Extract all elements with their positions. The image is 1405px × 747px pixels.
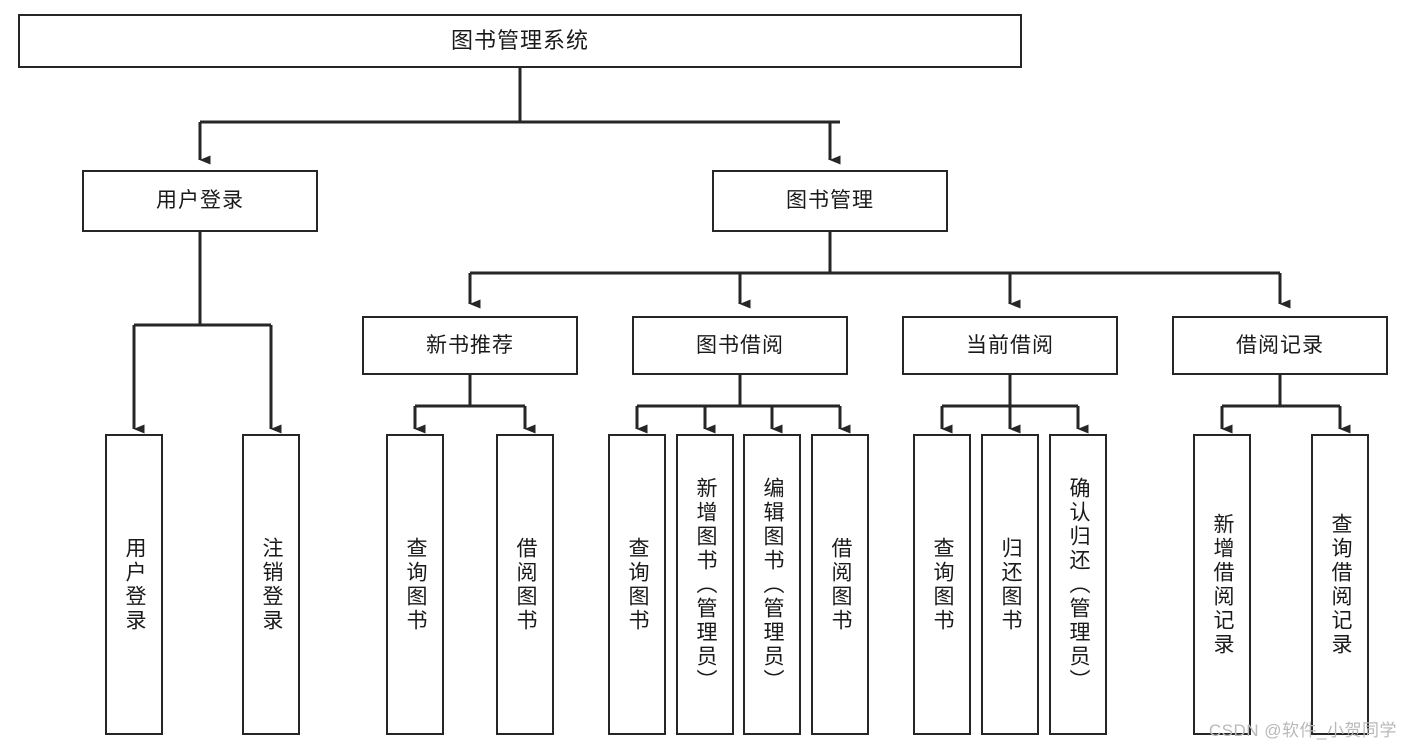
leaf-cb-return-book[interactable]: 归还图书 [981, 434, 1039, 735]
leaf-nb-query-book-label: 查询图书 [404, 536, 428, 633]
node-user-login-label: 用户登录 [156, 189, 244, 213]
node-book-manage-label: 图书管理 [786, 189, 874, 213]
leaf-br-query-record[interactable]: 查询借阅记录 [1311, 434, 1369, 735]
leaf-bb-borrow-book-label: 借阅图书 [829, 536, 853, 633]
node-book-borrow[interactable]: 图书借阅 [632, 316, 848, 375]
leaf-bb-edit-book-label: 编辑图书（管理员） [761, 476, 785, 693]
node-book-borrow-label: 图书借阅 [696, 333, 784, 357]
leaf-bb-add-book-label: 新增图书（管理员） [694, 476, 718, 693]
node-new-book-recommend-label: 新书推荐 [426, 333, 514, 357]
leaf-cb-query-book-label: 查询图书 [931, 536, 955, 633]
leaf-bb-add-book[interactable]: 新增图书（管理员） [676, 434, 734, 735]
leaf-logout-label: 注销登录 [260, 536, 284, 633]
node-user-login[interactable]: 用户登录 [82, 170, 318, 232]
csdn-watermark: CSDN @软件_小贺同学 [1208, 721, 1397, 740]
leaf-logout[interactable]: 注销登录 [242, 434, 300, 735]
node-current-borrow-label: 当前借阅 [966, 333, 1054, 357]
node-new-book-recommend[interactable]: 新书推荐 [362, 316, 578, 375]
leaf-user-login[interactable]: 用户登录 [105, 434, 163, 735]
leaf-nb-borrow-book-label: 借阅图书 [514, 536, 538, 633]
leaf-bb-edit-book[interactable]: 编辑图书（管理员） [743, 434, 801, 735]
leaf-cb-confirm-return[interactable]: 确认归还（管理员） [1049, 434, 1107, 735]
leaf-nb-borrow-book[interactable]: 借阅图书 [496, 434, 554, 735]
leaf-user-login-label: 用户登录 [123, 536, 147, 633]
node-borrow-record-label: 借阅记录 [1236, 333, 1324, 357]
leaf-nb-query-book[interactable]: 查询图书 [386, 434, 444, 735]
node-root[interactable]: 图书管理系统 [18, 14, 1022, 68]
leaf-cb-return-book-label: 归还图书 [999, 536, 1023, 633]
leaf-br-query-record-label: 查询借阅记录 [1329, 512, 1353, 657]
node-root-label: 图书管理系统 [450, 27, 589, 53]
leaf-bb-borrow-book[interactable]: 借阅图书 [811, 434, 869, 735]
leaf-bb-query-book[interactable]: 查询图书 [608, 434, 666, 735]
leaf-br-add-record-label: 新增借阅记录 [1211, 512, 1235, 657]
node-book-manage[interactable]: 图书管理 [712, 170, 948, 232]
leaf-bb-query-book-label: 查询图书 [626, 536, 650, 633]
node-current-borrow[interactable]: 当前借阅 [902, 316, 1118, 375]
leaf-cb-query-book[interactable]: 查询图书 [913, 434, 971, 735]
node-borrow-record[interactable]: 借阅记录 [1172, 316, 1388, 375]
leaf-cb-confirm-return-label: 确认归还（管理员） [1067, 476, 1091, 693]
leaf-br-add-record[interactable]: 新增借阅记录 [1193, 434, 1251, 735]
